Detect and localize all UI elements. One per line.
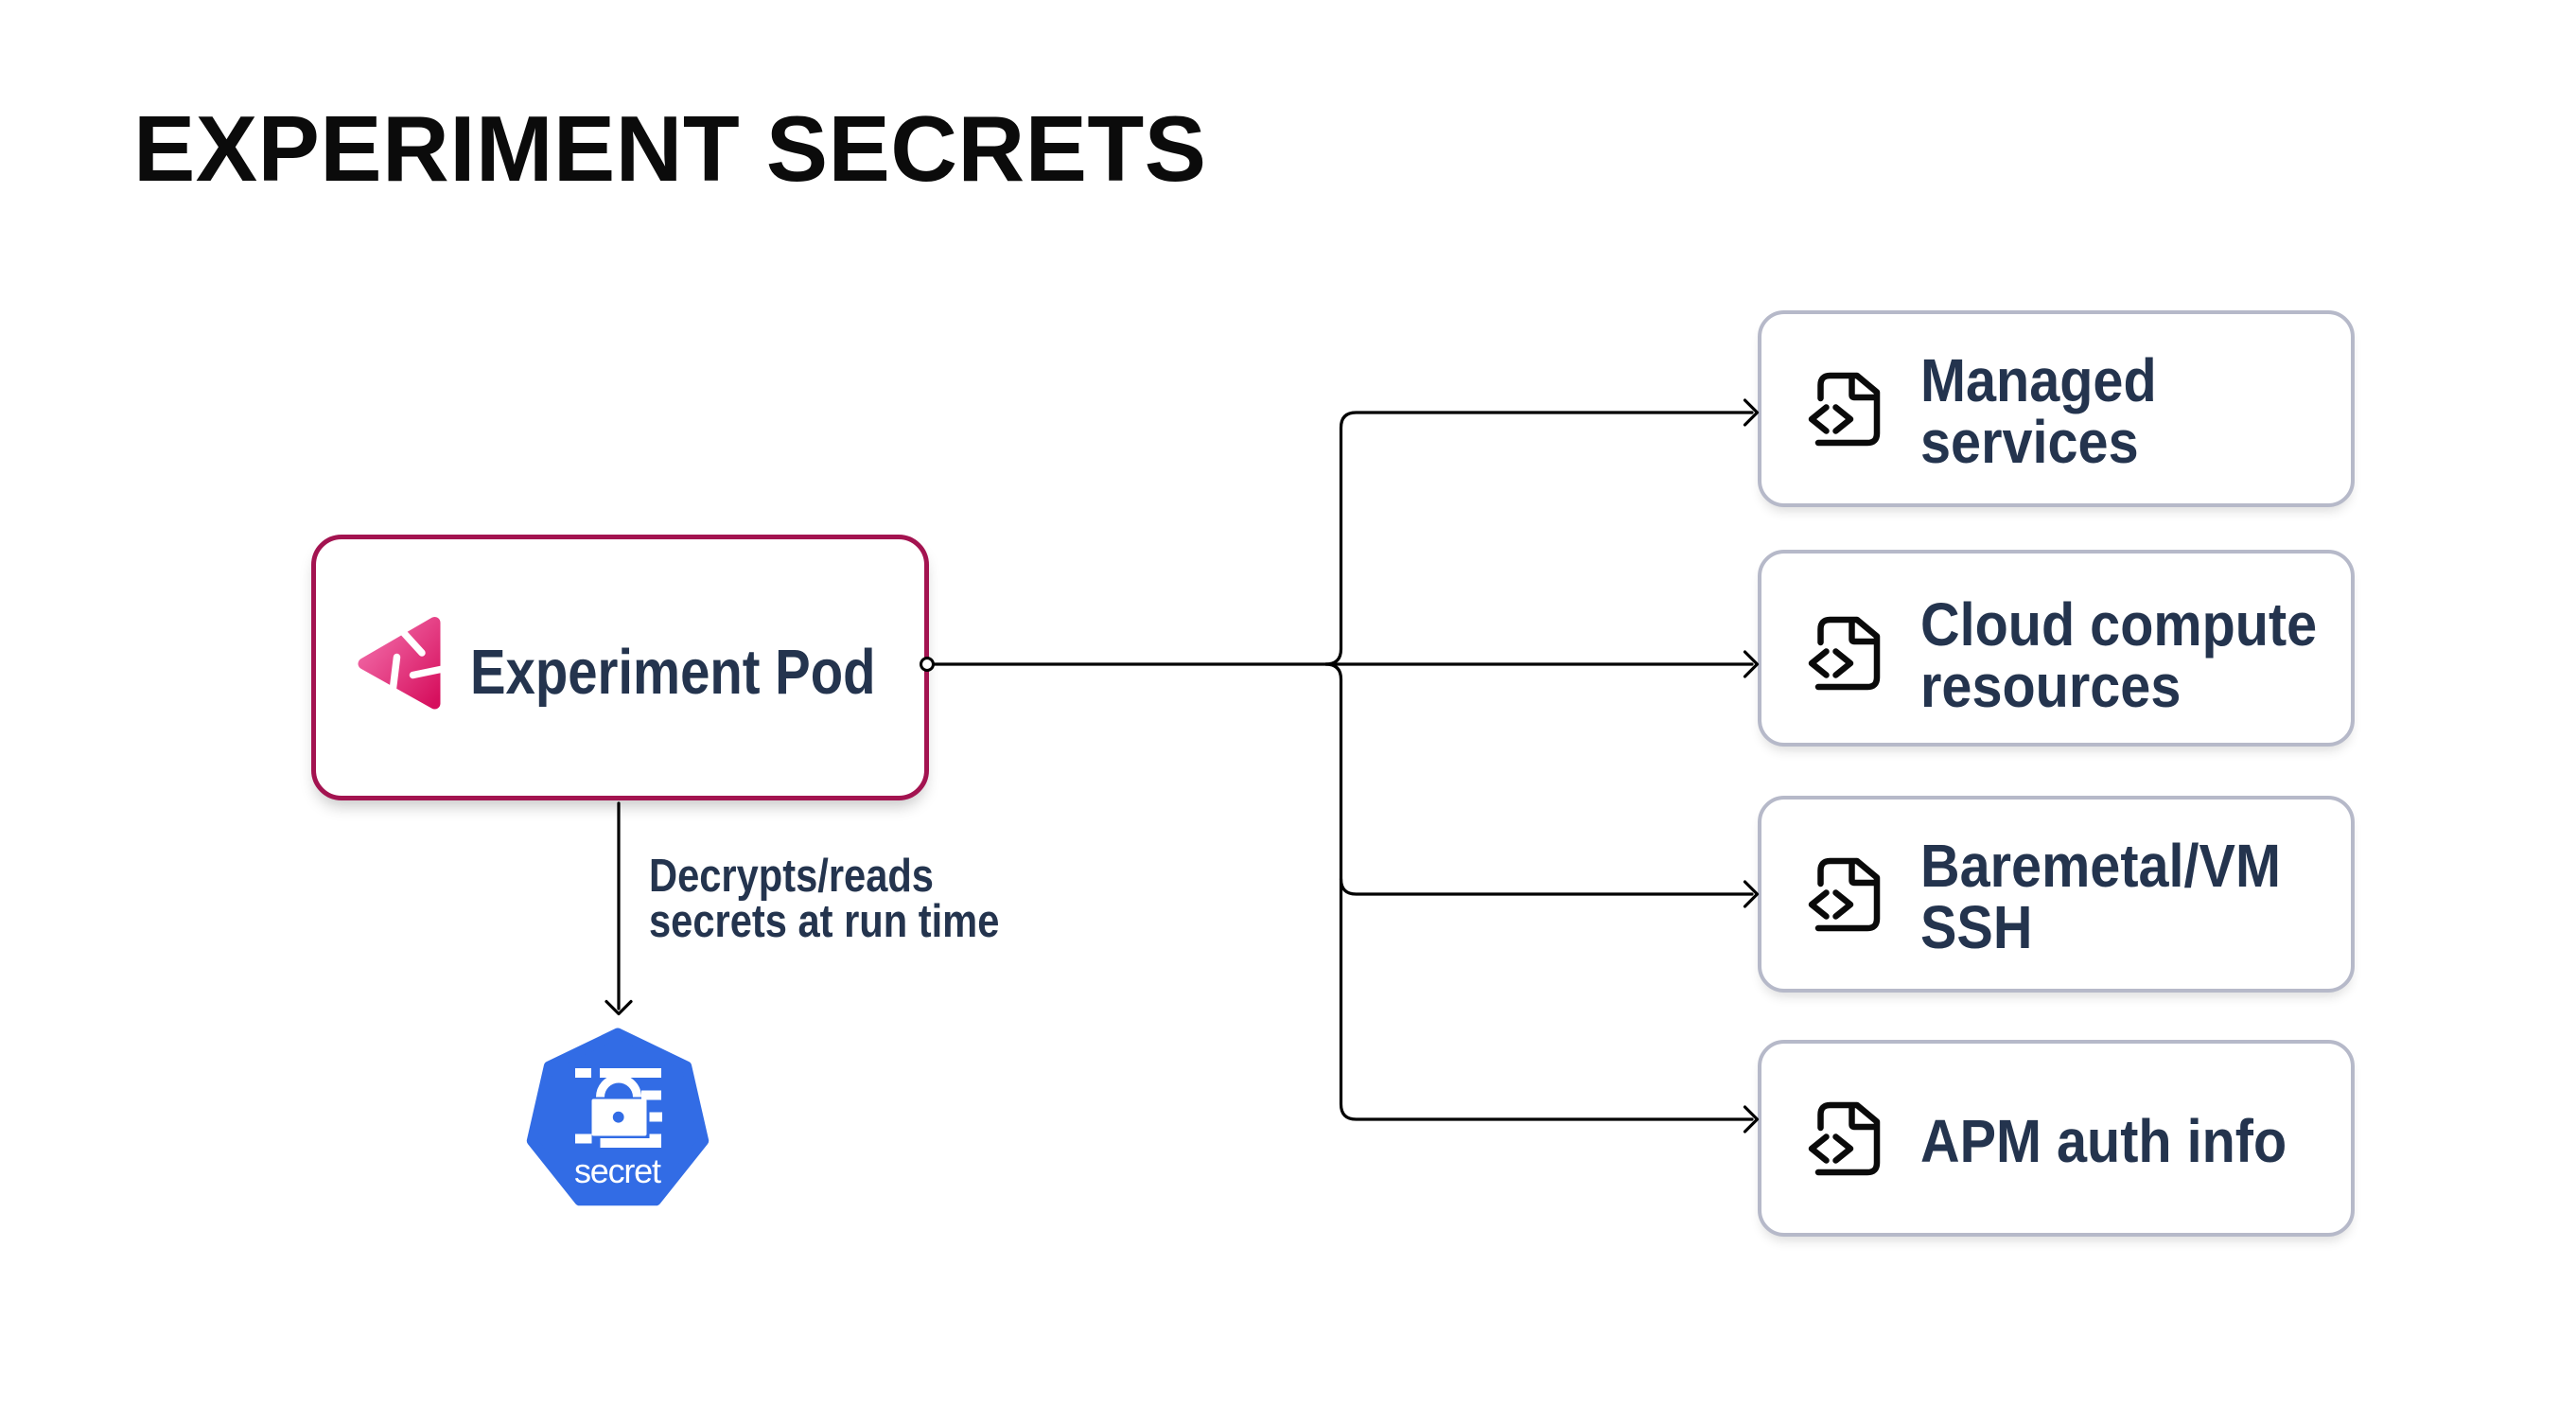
svg-text:secret: secret — [574, 1151, 661, 1190]
